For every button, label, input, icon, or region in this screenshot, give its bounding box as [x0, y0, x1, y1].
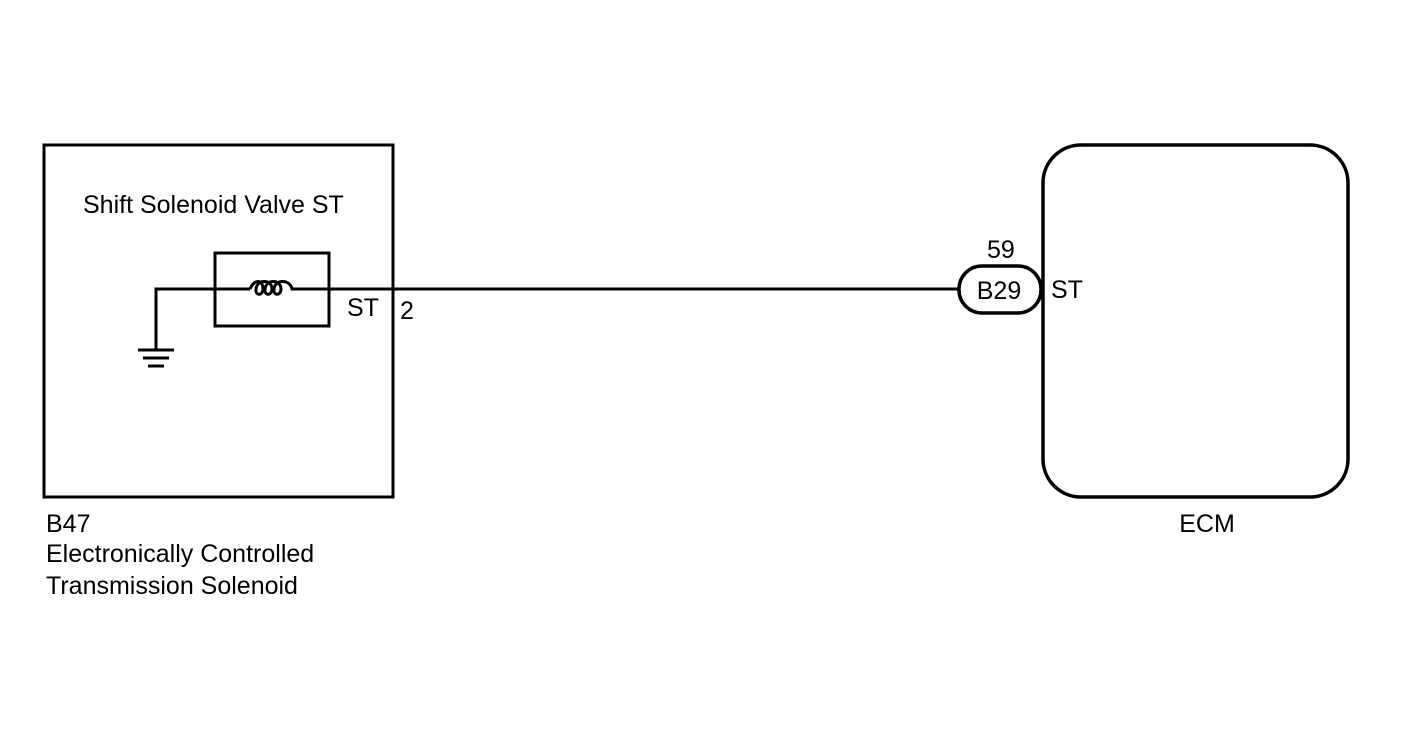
- ecm-connector-code: B29: [977, 277, 1021, 305]
- ecm-pin-number: 59: [987, 236, 1015, 264]
- coil-icon: [248, 280, 296, 296]
- ecm-terminal-label: ST: [1051, 276, 1083, 304]
- ecm-box: [1041, 143, 1350, 499]
- solenoid-component-box: [42, 143, 395, 499]
- ecm-name: ECM: [1179, 510, 1235, 538]
- solenoid-component-name-line2: Transmission Solenoid: [46, 572, 298, 600]
- solenoid-pin-number: 2: [400, 297, 414, 325]
- solenoid-component-name-line1: Electronically Controlled: [46, 540, 314, 568]
- ground-icon: [138, 287, 250, 368]
- ecm-connector-pill: [957, 264, 1043, 315]
- solenoid-terminal-label: ST: [347, 294, 379, 322]
- solenoid-component-code: B47: [46, 510, 90, 538]
- solenoid-valve-label: Shift Solenoid Valve ST: [83, 191, 344, 219]
